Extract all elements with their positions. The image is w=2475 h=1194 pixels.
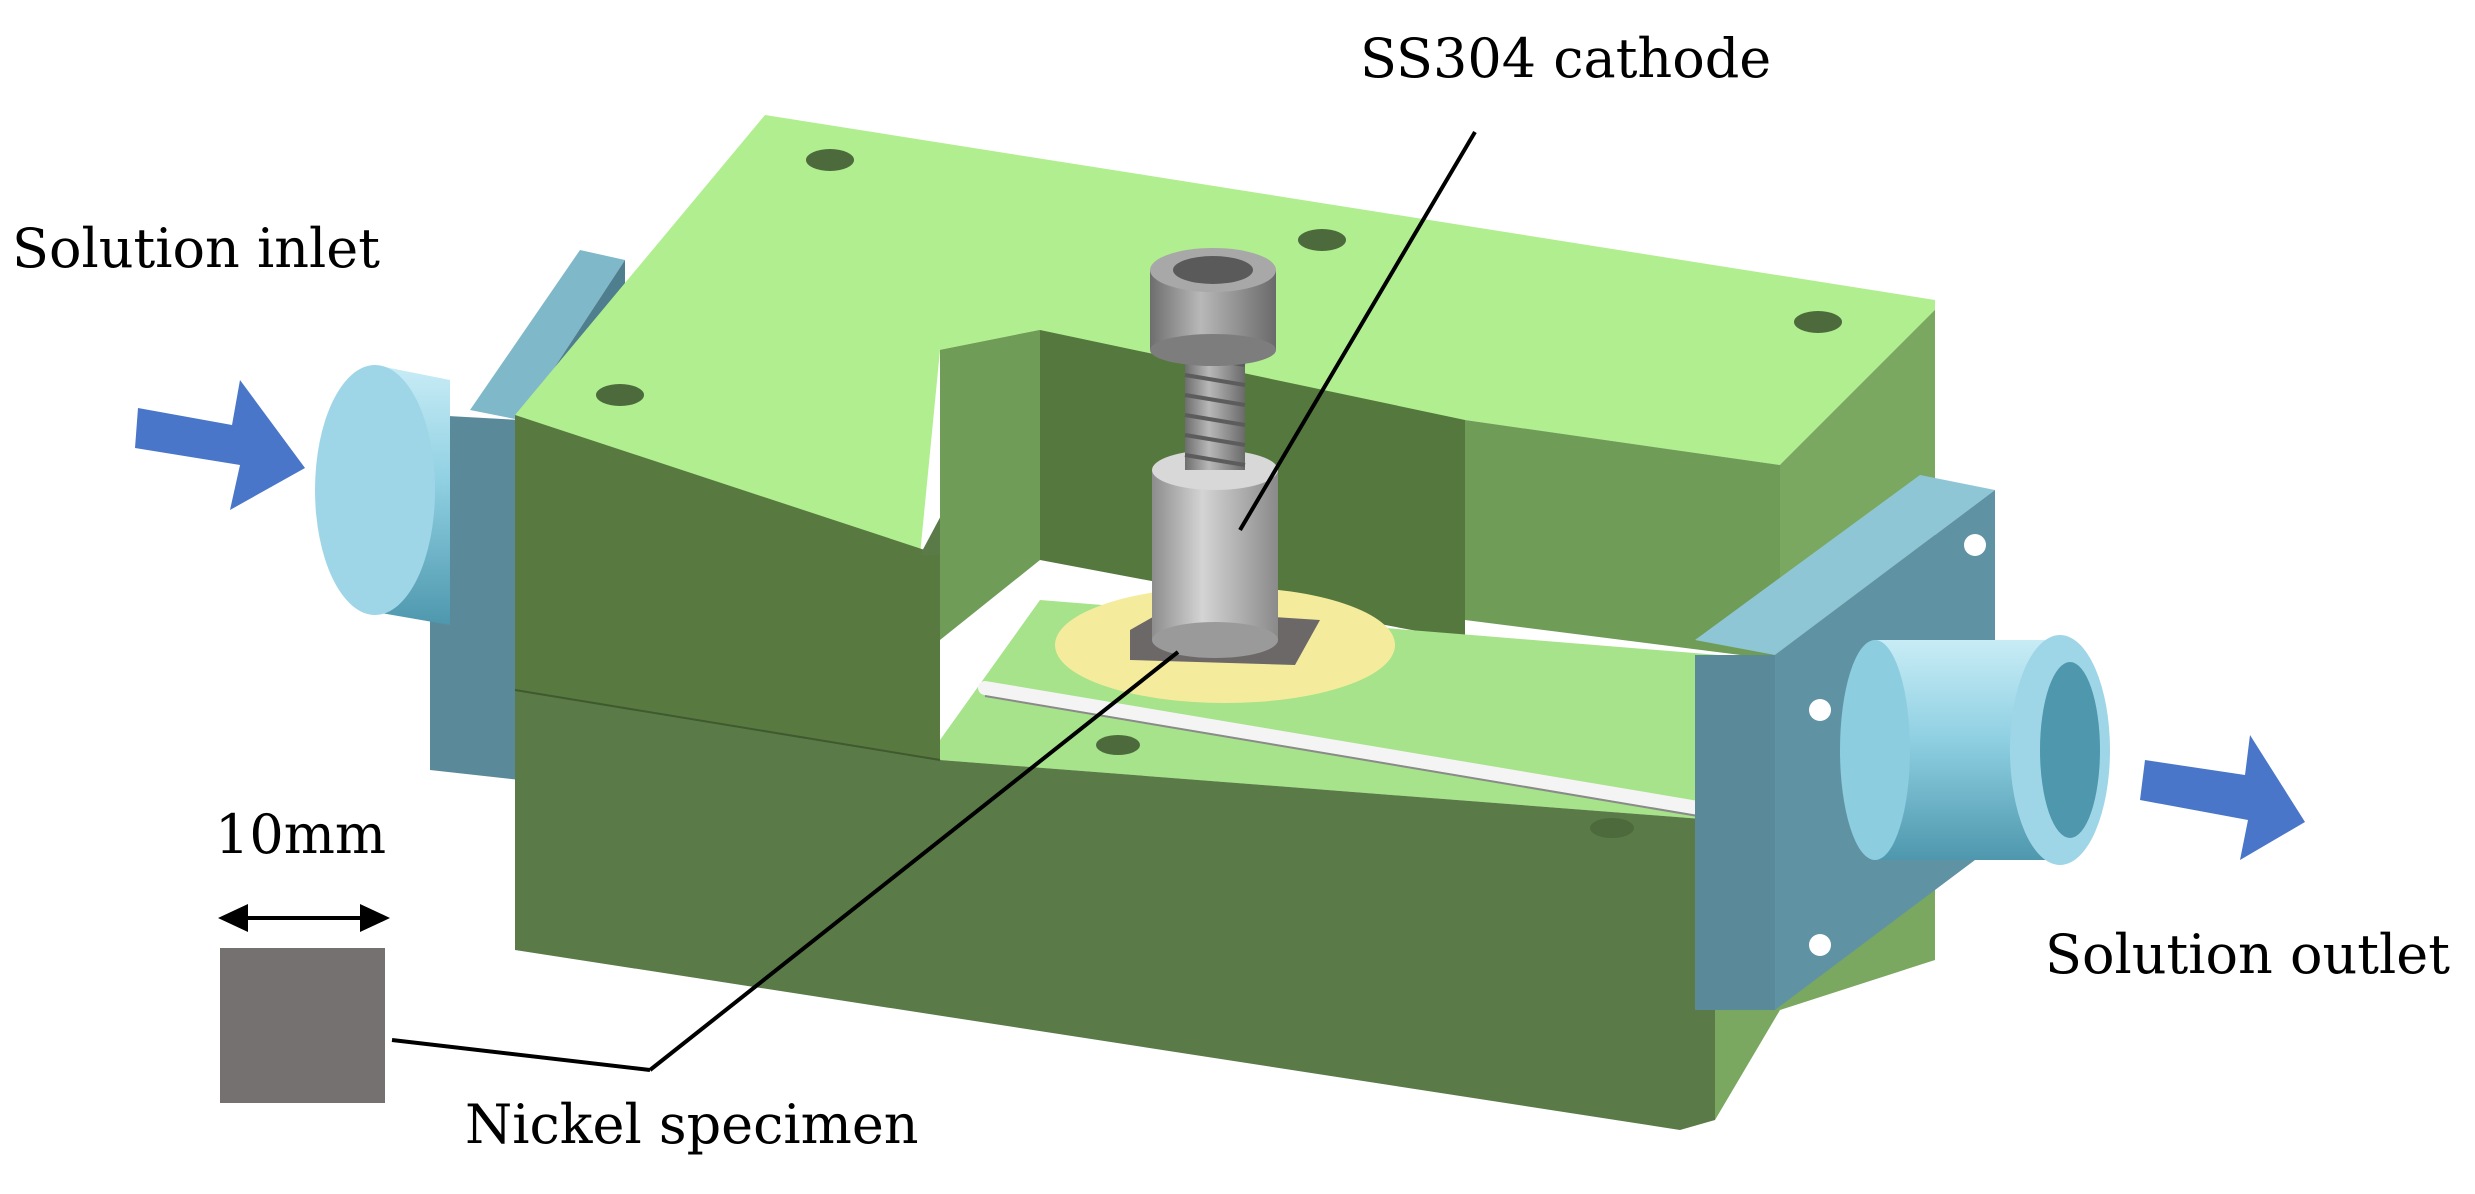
lid-hole (806, 149, 854, 171)
body-lower-front (515, 690, 1715, 1130)
outlet-flange-top (1695, 475, 1995, 655)
outlet-pipe (1875, 640, 2060, 860)
inlet-flange-face (430, 415, 520, 780)
cavity-left-wall (940, 330, 1040, 640)
outlet-pipe-bore (2040, 662, 2100, 838)
scale-label: 10mm (215, 803, 387, 866)
cathode-bottom (1152, 622, 1278, 658)
scale-reference (218, 904, 390, 1103)
nickel-specimen-label: Nickel specimen (465, 1093, 919, 1156)
flow-channel-edge (984, 695, 1711, 819)
lid-hole (1794, 311, 1842, 333)
nickel-sample-square (220, 948, 385, 1103)
inlet-flange-top (470, 250, 625, 420)
scale-arrowhead-left (218, 904, 248, 932)
inlet-pipe-end (315, 365, 435, 615)
solution-inlet-label: Solution inlet (12, 217, 380, 280)
flange-bolt-hole (1809, 699, 1831, 721)
outlet-fitting (1695, 475, 2110, 1010)
flange-bolt-hole (1809, 934, 1831, 956)
body-left-front (515, 415, 940, 760)
flange-bolt-hole (1964, 534, 1986, 556)
nickel-leader-line-sample (391, 1038, 651, 1072)
outlet-arrow (2140, 735, 2305, 860)
floor-hole (1096, 735, 1140, 755)
cathode-label: SS304 cathode (1360, 27, 1772, 90)
lid-hole (1298, 229, 1346, 251)
screw-socket (1173, 256, 1253, 284)
nickel-leader-line-specimen (648, 650, 1180, 1072)
body-split-line (514, 689, 941, 761)
outlet-pipe-near-end (1840, 640, 1910, 860)
lid-hole (596, 384, 644, 406)
screw-head-bottom (1150, 334, 1276, 366)
outlet-flange-face (1695, 655, 1775, 1010)
scale-arrowhead-right (360, 904, 390, 932)
cathode-leader-line (1238, 130, 1477, 532)
solution-outlet-label: Solution outlet (2045, 923, 2450, 986)
floor-hole (1590, 818, 1634, 838)
inlet-arrow (135, 380, 305, 510)
